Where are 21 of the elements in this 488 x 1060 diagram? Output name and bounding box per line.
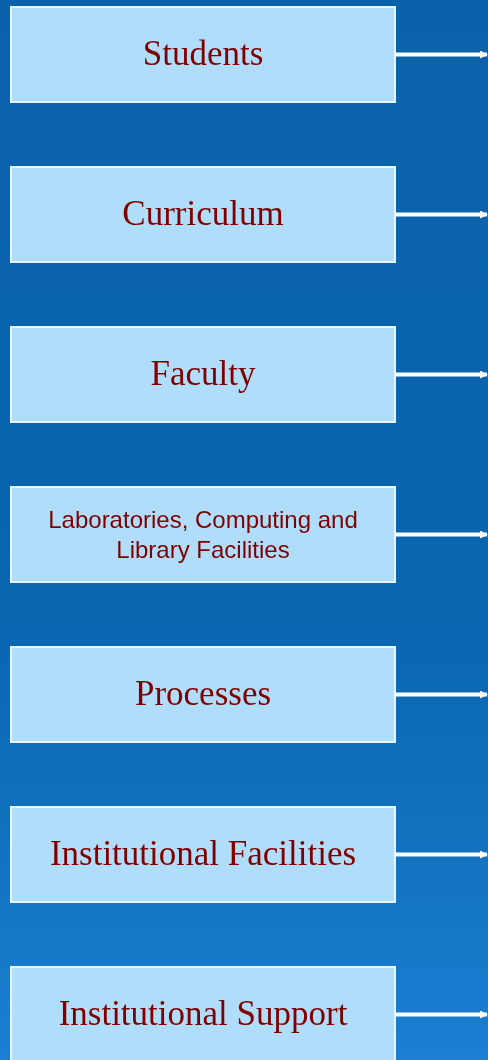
arrow: [396, 530, 488, 539]
box-label: Students: [142, 34, 264, 75]
process-box: [10, 966, 396, 1060]
arrow: [396, 210, 488, 219]
arrow: [396, 690, 488, 699]
box-label: Faculty: [150, 354, 256, 395]
process-box: [10, 326, 396, 423]
box-label: Processes: [134, 674, 272, 715]
box-label: Institutional Support: [58, 994, 348, 1035]
arrow: [396, 50, 488, 59]
process-box: [10, 646, 396, 743]
box-label: Curriculum: [122, 194, 284, 235]
arrow: [396, 850, 488, 859]
process-box: [10, 6, 396, 103]
box-label: Laboratories, Computing and Library Facilities: [47, 504, 359, 565]
arrow: [396, 1010, 488, 1019]
process-box: [10, 806, 396, 903]
box-label: Institutional Facilities: [49, 834, 357, 875]
process-box: [10, 166, 396, 263]
arrow: [396, 370, 488, 379]
process-box: [10, 486, 396, 583]
